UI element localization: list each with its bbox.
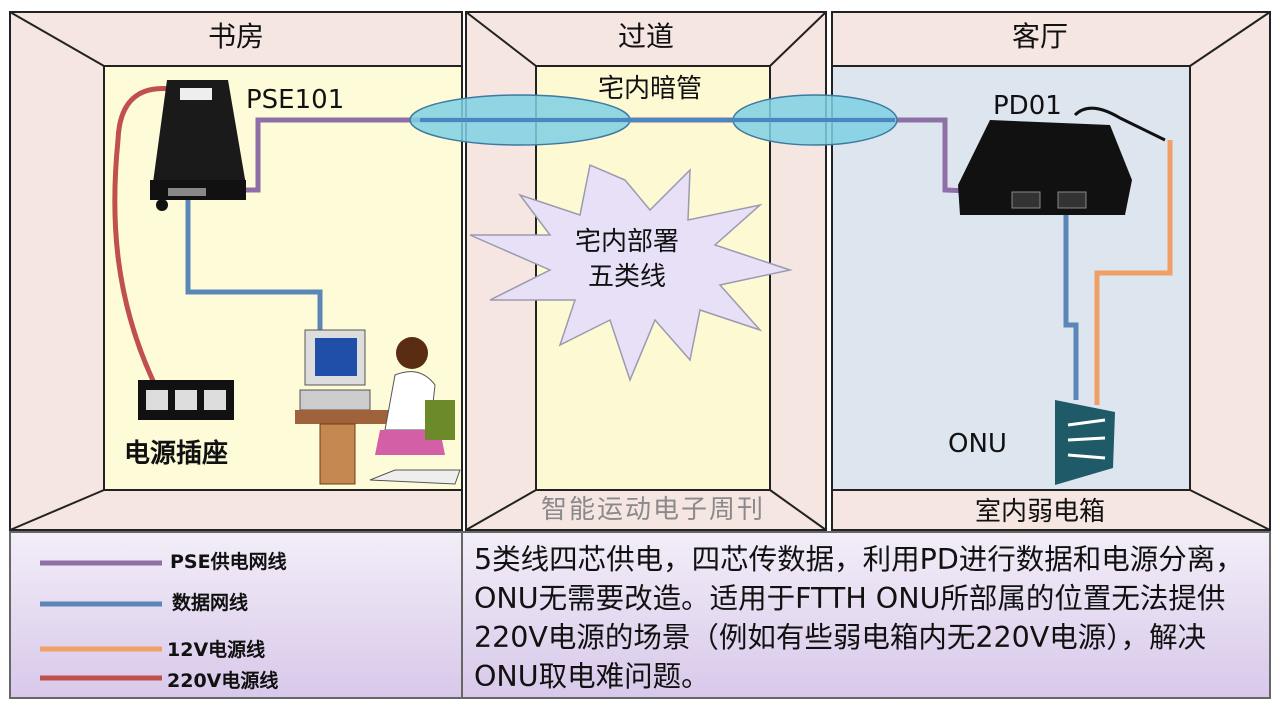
- room-title-study: 书房: [208, 20, 264, 53]
- pd01-label: PD01: [993, 91, 1062, 121]
- cable-data-study: [185, 192, 323, 340]
- cable-12v: [1094, 140, 1173, 405]
- room-title-living: 客厅: [1012, 20, 1068, 53]
- burst-text-line2: 五类线: [588, 262, 666, 292]
- pse101-label: PSE101: [246, 85, 344, 115]
- onu-icon: [1055, 400, 1115, 485]
- legend-label: 220V电源线: [167, 669, 278, 692]
- deploy-cat5-burst: [469, 163, 793, 383]
- watermark: 智能运动电子周刊: [541, 495, 766, 525]
- legend-label: PSE供电网线: [170, 550, 287, 573]
- conduit-label: 宅内暗管: [598, 74, 702, 104]
- legend-item: 220V电源线: [40, 669, 278, 692]
- legend-item: 12V电源线: [40, 638, 265, 661]
- weak-current-box-label: 室内弱电箱: [975, 497, 1105, 527]
- cable-220v: [112, 85, 181, 387]
- description-panel: [461, 531, 1271, 699]
- power-outlet-icon: [138, 380, 234, 420]
- room-living: 客厅: [831, 11, 1271, 531]
- cable-data-living: [1063, 205, 1079, 400]
- outlet-label: 电源插座: [124, 438, 228, 469]
- computer-user-icon: [295, 329, 461, 485]
- legend-item: PSE供电网线: [40, 550, 287, 573]
- room-title-corridor: 过道: [618, 20, 674, 53]
- legend-label: 12V电源线: [167, 638, 265, 661]
- onu-label: ONU: [948, 429, 1007, 459]
- pd01-device-icon: [958, 106, 1166, 215]
- legend-label: 数据网线: [172, 591, 248, 614]
- description-text: 5类线四芯供电，四芯传数据，利用PD进行数据和电源分离，ONU无需要改造。适用于…: [474, 543, 1244, 693]
- legend-item: 数据网线: [40, 591, 248, 614]
- burst-text-line1: 宅内部署: [575, 227, 679, 257]
- pse101-device-icon: [150, 80, 246, 211]
